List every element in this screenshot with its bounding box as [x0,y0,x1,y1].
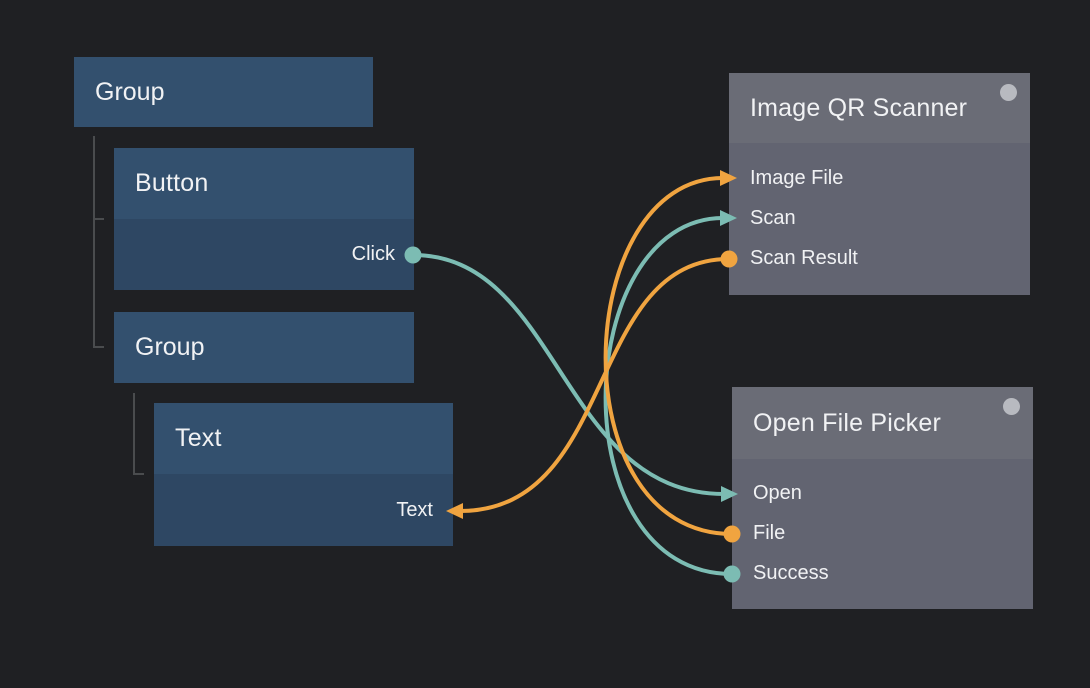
node-status-dot-icon [1003,398,1020,415]
port-scan-result-label: Scan Result [750,247,858,269]
node-text-title: Text [175,424,222,452]
node-text[interactable]: Text Text [154,403,453,546]
node-button[interactable]: Button Click [114,148,414,290]
node-image-qr-scanner-header: Image QR Scanner [729,73,1030,143]
wire-click-to-open[interactable] [411,253,726,496]
port-click-label: Click [351,243,395,265]
port-open-label: Open [753,482,802,504]
port-file[interactable]: File [732,513,1033,553]
node-open-file-picker-title: Open File Picker [753,408,941,437]
port-scan-result[interactable]: Scan Result [729,238,1030,278]
tree-connector-branch-text [133,473,144,475]
port-image-file-label: Image File [750,167,844,189]
port-image-file[interactable]: Image File [729,158,1030,198]
node-status-dot-icon [1000,84,1017,101]
tree-connector-vertical-2 [133,393,135,475]
node-image-qr-scanner-title: Image QR Scanner [750,93,968,122]
node-text-header: Text [154,403,453,474]
port-scan[interactable]: Scan [729,198,1030,238]
tree-connector-branch-group [93,346,104,348]
node-group-top-title: Group [95,77,165,106]
port-scan-label: Scan [750,207,796,229]
port-text-label: Text [396,499,433,521]
node-group-inner-title: Group [135,333,205,361]
node-open-file-picker-header: Open File Picker [732,387,1033,459]
node-group-inner[interactable]: Group [114,312,414,383]
wire-file-to-image-file[interactable] [603,176,734,536]
port-success[interactable]: Success [732,553,1033,593]
node-open-file-picker[interactable]: Open File Picker Open File Success [732,387,1033,610]
node-image-qr-scanner[interactable]: Image QR Scanner Image File Scan Scan Re… [729,73,1030,295]
node-button-title: Button [135,169,209,197]
port-click-output[interactable]: Click [114,219,414,290]
port-file-label: File [753,522,786,544]
port-success-label: Success [753,562,829,584]
node-button-header: Button [114,148,414,219]
wire-success-to-scan[interactable] [603,216,734,576]
tree-connector-branch-button [93,218,104,220]
port-open[interactable]: Open [732,473,1033,513]
tree-connector-vertical-1 [93,136,95,348]
port-text-input[interactable]: Text [154,474,453,546]
wire-scan-result-to-text[interactable] [458,257,731,513]
node-group-top[interactable]: Group [74,57,373,127]
